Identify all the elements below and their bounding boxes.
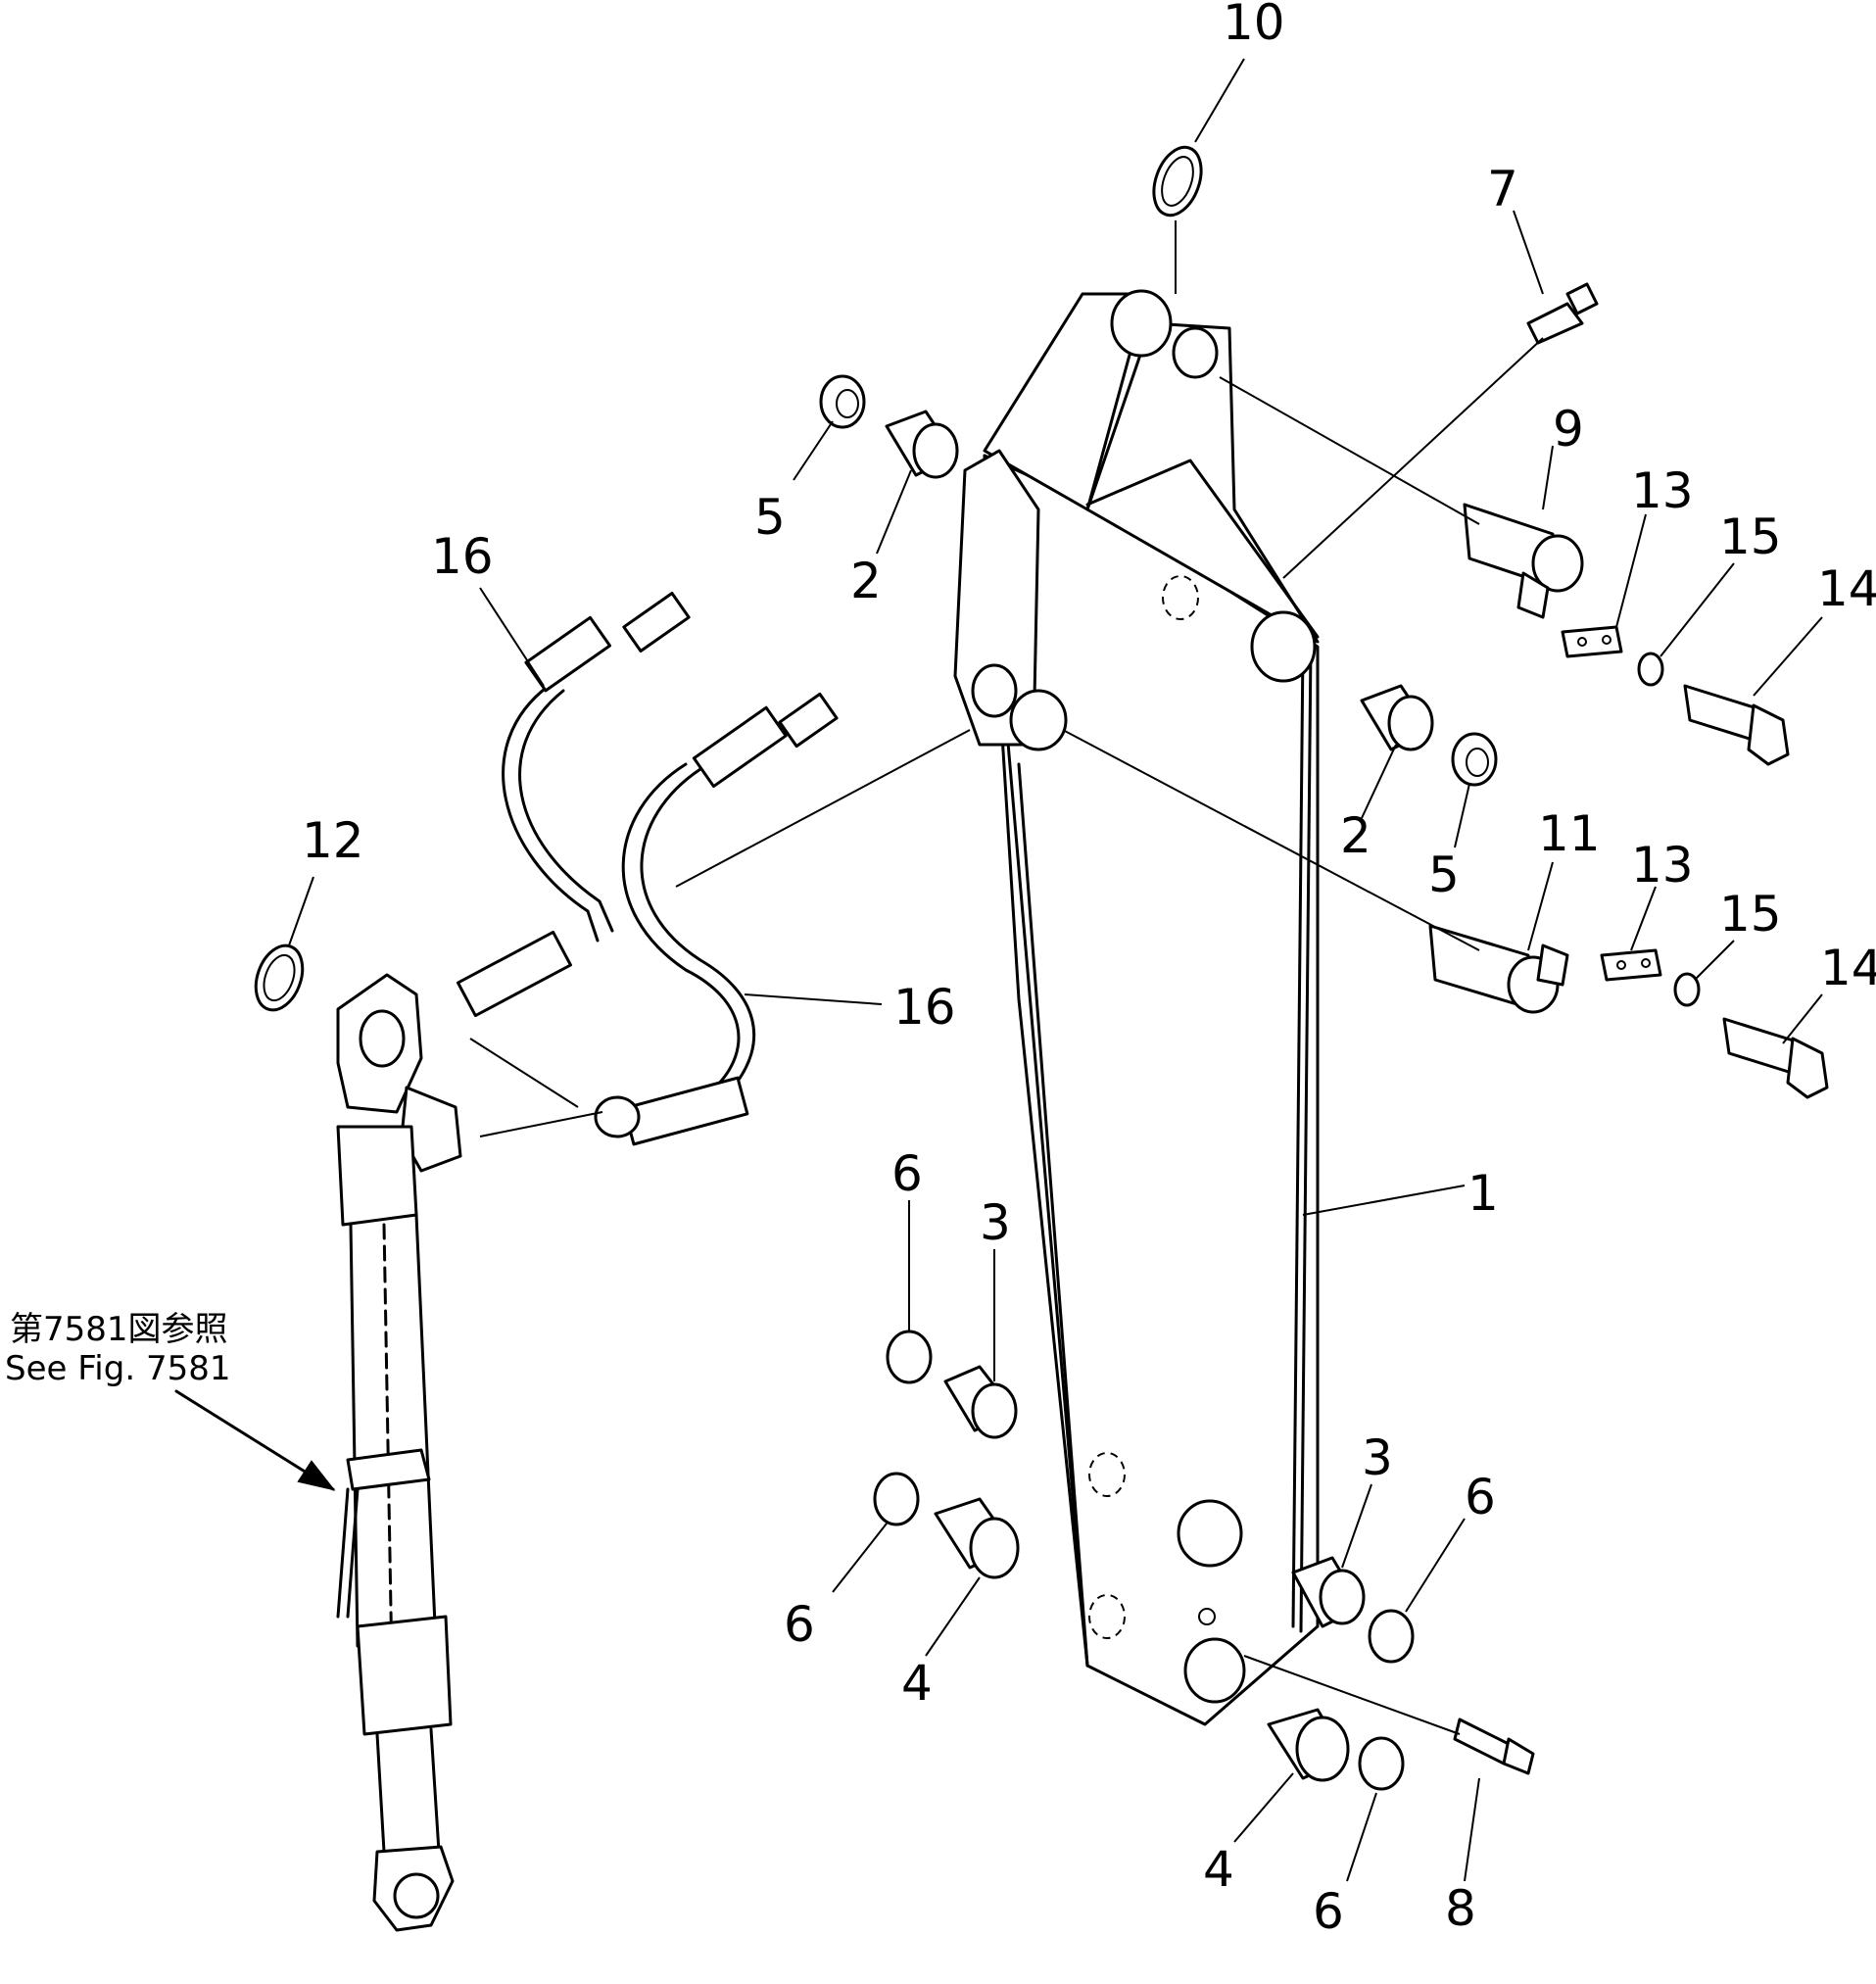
callout-13-upper: 13: [1631, 462, 1694, 519]
callout-12: 12: [302, 812, 364, 869]
callout-15-upper: 15: [1719, 508, 1782, 565]
callout-16-upper: 16: [431, 528, 494, 585]
reference-arrow: [174, 1389, 336, 1491]
callout-2-upper: 2: [850, 553, 882, 609]
callout-6-d: 6: [1313, 1883, 1344, 1940]
reference-note-jp: 第7581図参照: [10, 1310, 228, 1349]
callout-6-a: 6: [891, 1145, 923, 1202]
callout-1: 1: [1467, 1165, 1499, 1222]
callout-13-lower: 13: [1631, 837, 1694, 894]
reference-note: 第7581図参照 See Fig. 7581: [5, 1310, 230, 1388]
callout-15-lower: 15: [1719, 886, 1782, 943]
callout-3-b: 3: [1362, 1429, 1393, 1486]
callout-4-a: 4: [901, 1655, 933, 1712]
callout-14-upper: 14: [1817, 560, 1876, 617]
callout-4-b: 4: [1203, 1841, 1234, 1898]
callout-14-lower: 14: [1820, 940, 1876, 996]
leader-lines: [288, 58, 1823, 1882]
callout-3-a: 3: [980, 1194, 1011, 1251]
callout-numbers: 10 7 9 13 15 14 5 2 16 2 5 11 13 15 14 1…: [302, 0, 1876, 1940]
callout-2-lower: 2: [1340, 807, 1371, 864]
callout-5-lower: 5: [1428, 847, 1460, 903]
callout-7: 7: [1487, 161, 1518, 218]
callout-8: 8: [1445, 1880, 1476, 1937]
callout-6-c: 6: [1465, 1469, 1496, 1525]
callout-10: 10: [1223, 0, 1285, 51]
reference-note-en: See Fig. 7581: [5, 1349, 230, 1388]
parts-washers: [254, 145, 1498, 1791]
callout-16-lower: 16: [893, 979, 956, 1036]
hose-lower: [594, 692, 839, 1146]
hose-upper: [457, 592, 691, 1018]
callout-6-b: 6: [784, 1596, 815, 1653]
parts-pins: [1428, 282, 1829, 1775]
callout-5-upper: 5: [754, 489, 786, 546]
callout-11: 11: [1538, 805, 1601, 862]
arm-cylinder: [336, 973, 462, 1932]
arm-body: [953, 289, 1320, 1726]
callout-9: 9: [1553, 401, 1584, 458]
